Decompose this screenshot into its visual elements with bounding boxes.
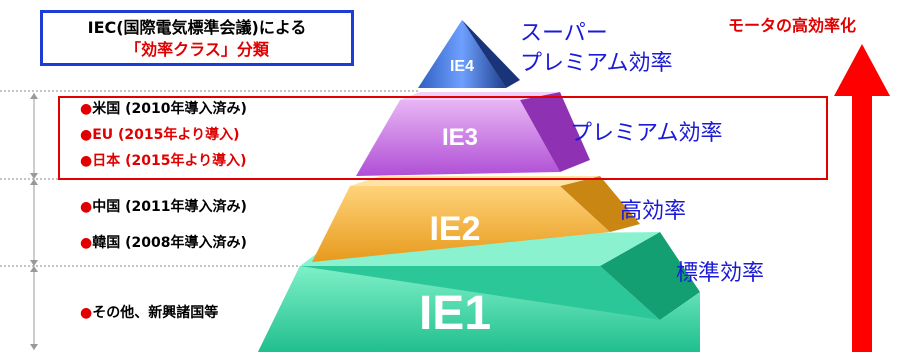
country-others: ●その他、新興諸国等 [80, 305, 219, 321]
title-line-1: IEC(国際電気標準会議)による [87, 18, 307, 37]
country-eu: ●EU (2015年より導入) [80, 127, 240, 143]
country-us: ●米国 (2010年導入済み) [80, 101, 247, 117]
bullet-icon: ● [80, 305, 93, 321]
ie2-label: IE2 [429, 210, 481, 248]
ie1-label: IE1 [418, 287, 492, 340]
ie4-name-line2: プレミアム効率 [520, 51, 673, 76]
ie4-name-line1: スーパー [520, 21, 608, 46]
ie2-name: 高効率 [620, 199, 687, 224]
efficiency-arrow [834, 44, 890, 352]
ie3-name: プレミアム効率 [570, 121, 723, 146]
title-line-2: 「効率クラス」分類 [125, 40, 269, 59]
ie4-label: IE4 [449, 58, 474, 75]
bullet-icon: ● [80, 199, 93, 215]
bullet-icon: ● [80, 127, 93, 143]
bullet-icon: ● [80, 153, 93, 169]
efficiency-arrow-label: モータの高効率化 [728, 16, 857, 35]
tier-ie1-shape [258, 232, 700, 352]
country-china: ●中国 (2011年導入済み) [80, 199, 247, 215]
title-box: IEC(国際電気標準会議)による 「効率クラス」分類 [40, 10, 354, 66]
ie3-label: IE3 [441, 124, 479, 151]
country-korea: ●韓国 (2008年導入済み) [80, 235, 247, 251]
tier-ie4-shape [418, 20, 520, 88]
ie3-highlight-box [58, 96, 828, 180]
country-japan: ●日本 (2015年より導入) [80, 153, 247, 169]
ie1-name: 標準効率 [676, 261, 765, 286]
bullet-icon: ● [80, 101, 93, 117]
bullet-icon: ● [80, 235, 93, 251]
